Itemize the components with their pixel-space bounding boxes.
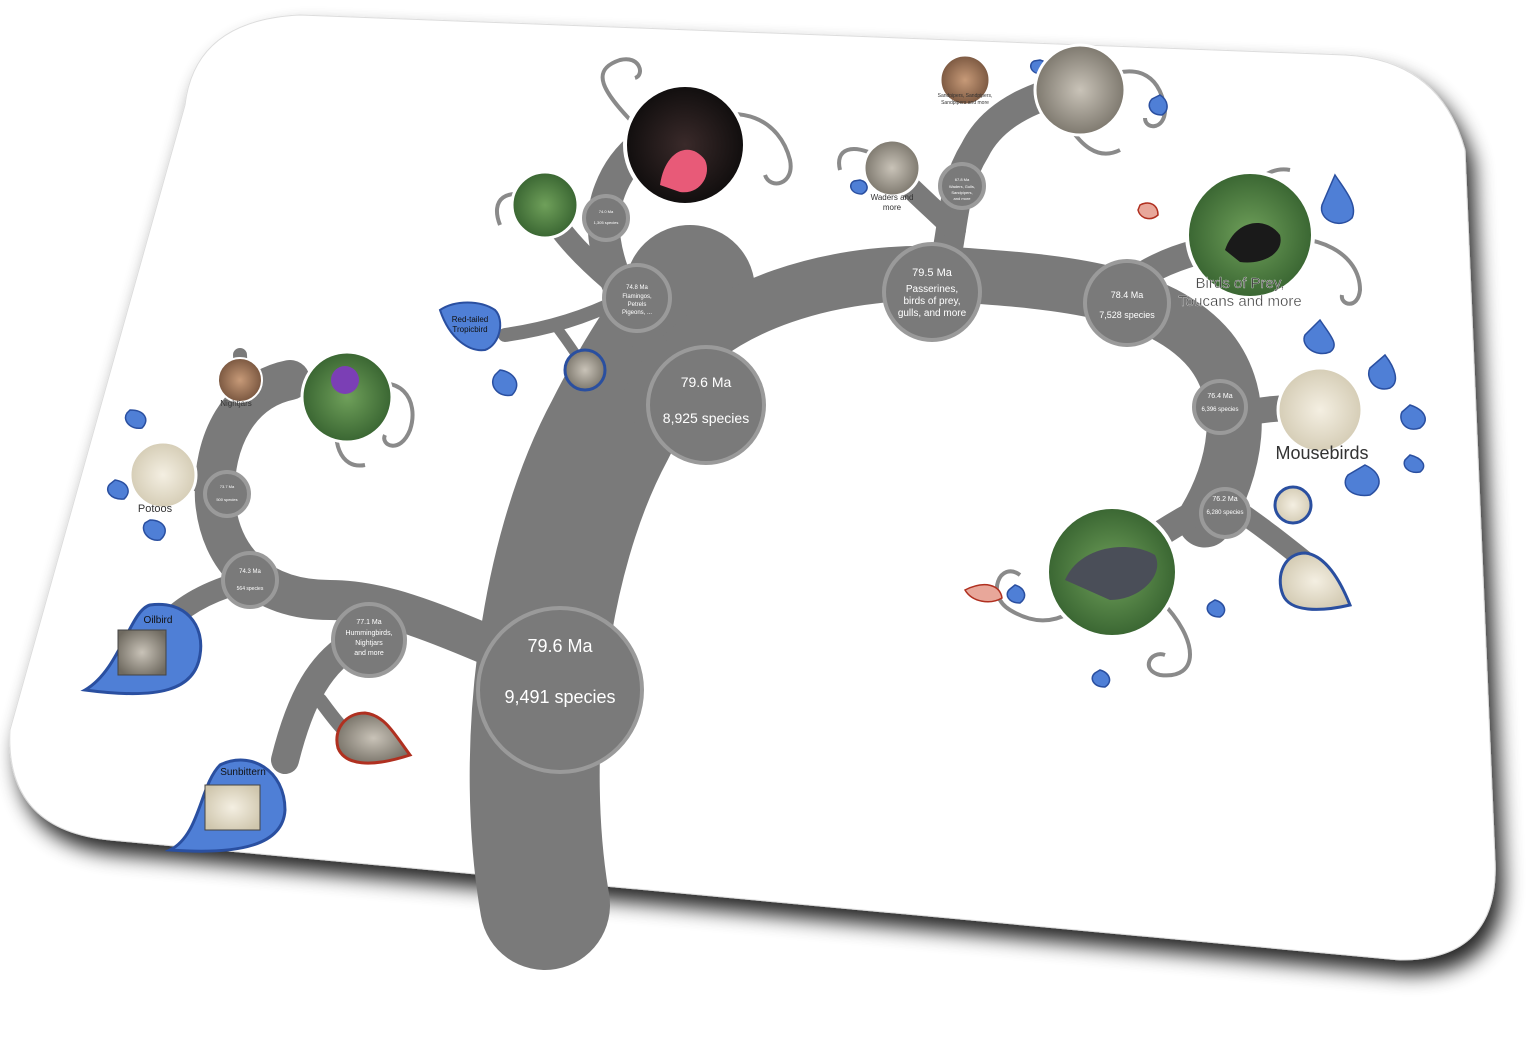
spoonbill-photo bbox=[623, 83, 747, 207]
main-node bbox=[646, 345, 766, 465]
node-74-3-species: 564 species bbox=[237, 586, 264, 592]
flamingo-node-line1: Flamingos, bbox=[622, 294, 652, 300]
hum-node bbox=[331, 602, 407, 678]
small-photo bbox=[1273, 485, 1313, 525]
waders-node-line3: and more bbox=[954, 196, 972, 201]
flamingo-node bbox=[602, 263, 672, 333]
mousebirds-label: Mousebirds bbox=[1275, 443, 1368, 463]
passerine-node bbox=[882, 242, 982, 342]
node-73-7-age: 73.7 Ma bbox=[220, 484, 235, 489]
sandpiper-photo bbox=[938, 53, 992, 107]
birds-of-prey-label-1: Birds of Prey, bbox=[1196, 275, 1285, 292]
flamingo-node-age: 74.8 Ma bbox=[626, 285, 648, 291]
hummingbird-photo bbox=[300, 350, 394, 444]
sandpipers-label-1: Sandpipers, Sandpipers, bbox=[938, 93, 993, 99]
prey-node-age: 78.4 Ma bbox=[1111, 290, 1144, 300]
drop-tips bbox=[80, 301, 1353, 853]
sunbittern-photo bbox=[204, 784, 261, 831]
main-node-species: 8,925 species bbox=[663, 410, 749, 426]
waders-node-line1: Waders, Gulls, bbox=[949, 184, 975, 189]
red-tailed-label-1: Red-tailed bbox=[452, 315, 488, 324]
node-74-3-age: 74.3 Ma bbox=[239, 569, 261, 575]
root-node bbox=[476, 606, 644, 774]
prey-node-species: 7,528 species bbox=[1099, 310, 1155, 320]
waders-node-age: 67.8 Ma bbox=[955, 177, 970, 182]
tropicbird-photo bbox=[563, 348, 607, 392]
passerine-node-line2: birds of prey, bbox=[903, 296, 960, 307]
node-76-4-species: 6,396 species bbox=[1201, 407, 1238, 413]
small-node-74 bbox=[582, 194, 630, 242]
wader-photo bbox=[862, 138, 922, 198]
waders-node-line2: Sandpipers, bbox=[951, 190, 972, 195]
passerine-node-age: 79.5 Ma bbox=[912, 267, 953, 279]
small-node-74-age: 74.0 Ma bbox=[599, 209, 614, 214]
main-node-age: 79.6 Ma bbox=[681, 374, 732, 390]
prey-node bbox=[1083, 259, 1171, 347]
node-76-2-age: 76.2 Ma bbox=[1212, 496, 1237, 503]
waders-node bbox=[938, 162, 986, 210]
tropicbird-drop bbox=[438, 301, 502, 352]
node-76-2-species: 6,280 species bbox=[1206, 510, 1243, 516]
flamingo-node-line3: Pigeons, ... bbox=[622, 310, 652, 316]
nightjar-photo bbox=[217, 357, 263, 403]
sunbittern-label: Sunbittern bbox=[220, 767, 266, 778]
birds-of-prey-label-2: Toucans and more bbox=[1178, 293, 1301, 310]
waders-label-2: more bbox=[883, 203, 902, 212]
waders-label-1: Waders and bbox=[871, 193, 914, 202]
node-74-3 bbox=[221, 551, 279, 609]
pigeon-photo bbox=[510, 170, 580, 240]
red-tailed-label-2: Tropicbird bbox=[452, 325, 487, 334]
node-76-4 bbox=[1192, 379, 1248, 435]
node-76-4-age: 76.4 Ma bbox=[1207, 393, 1232, 400]
species-photos bbox=[128, 43, 1364, 639]
nightjars-label: Nightjars bbox=[220, 399, 252, 408]
node-76-2 bbox=[1199, 487, 1251, 539]
passerine-node-line1: Passerines, bbox=[906, 284, 958, 295]
hum-node-line3: and more bbox=[354, 650, 384, 657]
node-73-7-species: 500 species bbox=[216, 497, 237, 502]
red-drop bbox=[335, 711, 413, 765]
hum-node-line2: Nightjars bbox=[355, 640, 383, 647]
gull-photo bbox=[1033, 43, 1127, 137]
oilbird-label: Oilbird bbox=[144, 615, 173, 626]
leaf-cluster bbox=[106, 59, 1426, 688]
node-73-7 bbox=[203, 470, 251, 518]
root-node-age: 79.6 Ma bbox=[527, 636, 593, 656]
potoos-label: Potoos bbox=[138, 503, 173, 515]
potoo-photo bbox=[128, 440, 198, 510]
hum-node-line1: Hummingbirds, bbox=[345, 630, 392, 637]
mantis-drop bbox=[1278, 551, 1353, 611]
oilbird-photo bbox=[117, 629, 167, 676]
sandpipers-label-2: Sandpipers and more bbox=[941, 100, 989, 106]
mousebird-photo bbox=[1276, 366, 1364, 454]
node-circles bbox=[203, 162, 1251, 774]
passerine-node-line3: gulls, and more bbox=[898, 308, 967, 319]
root-node-species: 9,491 species bbox=[504, 687, 615, 707]
hum-node-age: 77.1 Ma bbox=[356, 619, 381, 626]
small-node-74-species: 1,305 species bbox=[594, 220, 619, 225]
flamingo-node-line2: Petrels bbox=[628, 302, 647, 308]
